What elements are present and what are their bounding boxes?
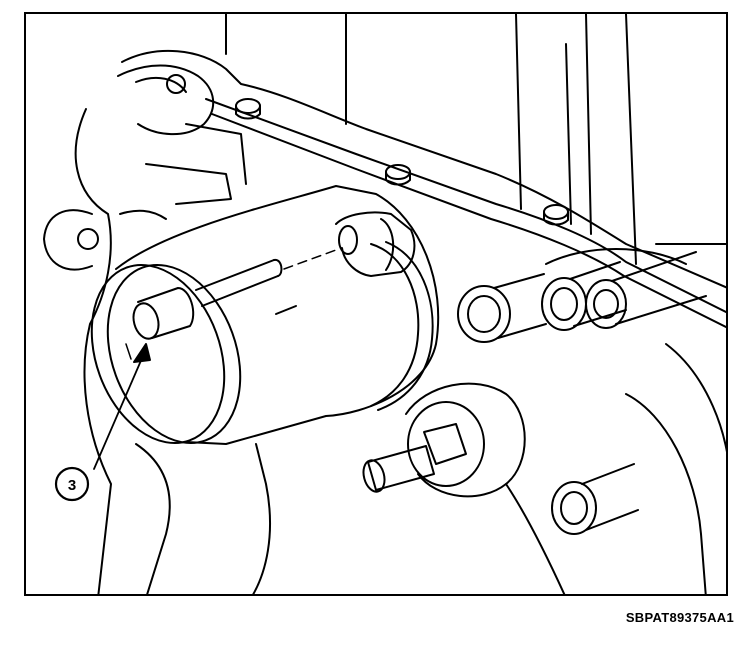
valve-body-cover bbox=[225, 14, 726, 265]
illustration-frame: 3 bbox=[24, 12, 728, 596]
sleeve-collar bbox=[335, 211, 416, 277]
pin-tool bbox=[132, 249, 337, 340]
callout-number: 3 bbox=[68, 477, 76, 494]
line-drawing: 3 bbox=[43, 14, 726, 594]
filter-cylinder bbox=[90, 185, 440, 445]
pan-bolts bbox=[235, 98, 569, 226]
pipe-fittings bbox=[457, 248, 707, 535]
lower-housing bbox=[135, 343, 726, 594]
callout-3: 3 bbox=[54, 466, 90, 502]
sensor-assembly bbox=[362, 382, 526, 498]
callout-leader bbox=[93, 343, 151, 470]
transmission-case bbox=[43, 49, 726, 594]
figure-code: SBPAT89375AA1 bbox=[625, 610, 734, 625]
